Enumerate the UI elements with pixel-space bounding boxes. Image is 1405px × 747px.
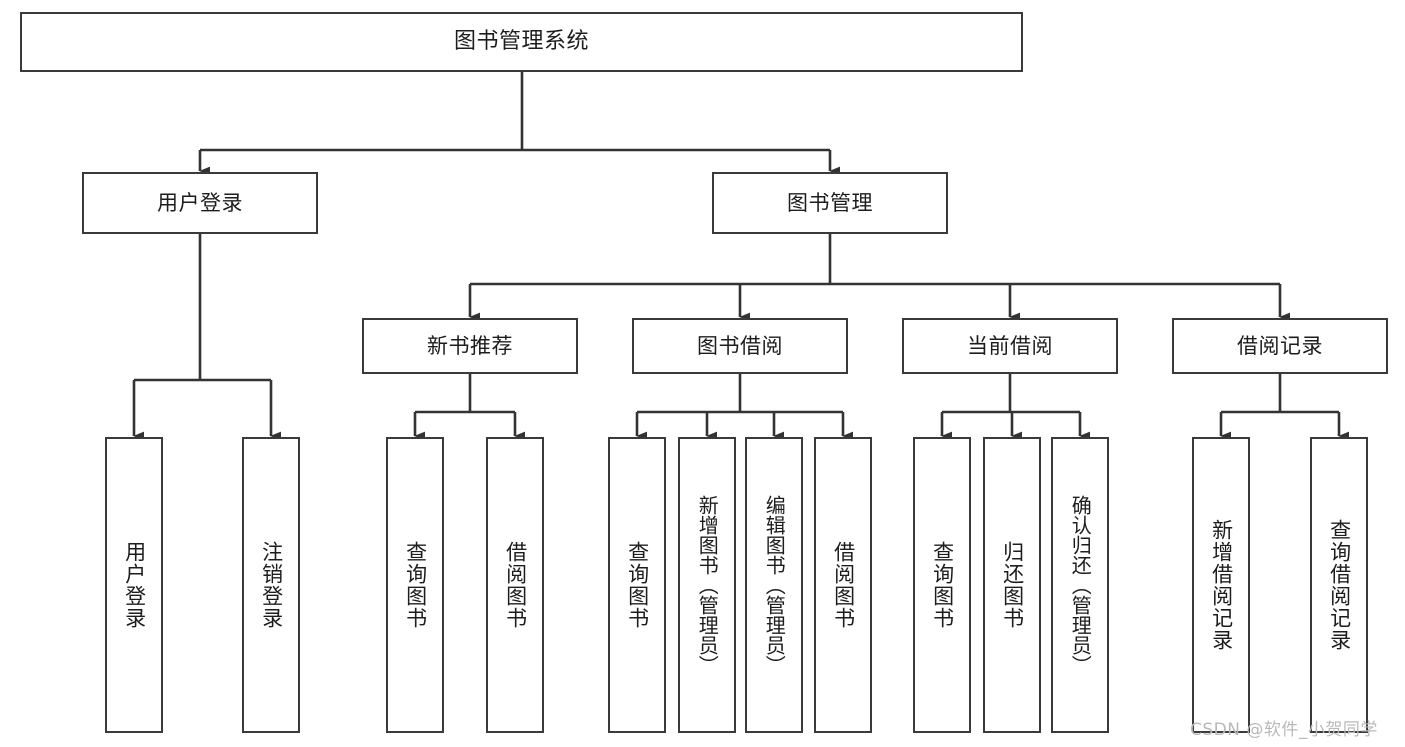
node-label: 当前借阅 bbox=[967, 333, 1053, 358]
node-label: 归还图书 bbox=[1000, 541, 1025, 629]
node-label: 查询图书 bbox=[930, 541, 955, 629]
node-book-manage[interactable]: 图书管理 bbox=[712, 172, 948, 234]
node-label: 查询图书 bbox=[403, 541, 428, 629]
node-label: 查询借阅记录 bbox=[1327, 519, 1352, 651]
node-leaf-query-borrow-record[interactable]: 查询借阅记录 bbox=[1310, 437, 1368, 733]
node-label: 新增图书（管理员） bbox=[695, 495, 720, 675]
node-label: 新增借阅记录 bbox=[1209, 519, 1234, 651]
node-label: 编辑图书（管理员） bbox=[762, 495, 787, 675]
node-label: 图书管理 bbox=[787, 190, 873, 215]
node-label: 图书借阅 bbox=[697, 333, 783, 358]
node-book-borrow[interactable]: 图书借阅 bbox=[632, 318, 848, 374]
node-label: 借阅图书 bbox=[831, 541, 856, 629]
node-user-login[interactable]: 用户登录 bbox=[82, 172, 318, 234]
node-leaf-edit-book-admin[interactable]: 编辑图书（管理员） bbox=[745, 437, 803, 733]
node-leaf-query-book-rec[interactable]: 查询图书 bbox=[386, 437, 444, 733]
node-new-book-recommend[interactable]: 新书推荐 bbox=[362, 318, 578, 374]
node-current-borrow[interactable]: 当前借阅 bbox=[902, 318, 1118, 374]
node-borrow-record[interactable]: 借阅记录 bbox=[1172, 318, 1388, 374]
node-label: 查询图书 bbox=[625, 541, 650, 629]
node-root-system[interactable]: 图书管理系统 bbox=[20, 12, 1023, 72]
node-leaf-user-login[interactable]: 用户登录 bbox=[105, 437, 163, 733]
node-label: 借阅记录 bbox=[1237, 333, 1323, 358]
node-leaf-add-book-admin[interactable]: 新增图书（管理员） bbox=[678, 437, 736, 733]
node-leaf-add-borrow-record[interactable]: 新增借阅记录 bbox=[1192, 437, 1250, 733]
node-leaf-borrow-book-rec[interactable]: 借阅图书 bbox=[486, 437, 544, 733]
node-leaf-confirm-return-admin[interactable]: 确认归还（管理员） bbox=[1051, 437, 1109, 733]
node-leaf-logout[interactable]: 注销登录 bbox=[242, 437, 300, 733]
node-label: 用户登录 bbox=[122, 541, 147, 629]
node-label: 注销登录 bbox=[259, 541, 284, 629]
node-leaf-query-book[interactable]: 查询图书 bbox=[608, 437, 666, 733]
node-label: 新书推荐 bbox=[427, 333, 513, 358]
node-label: 用户登录 bbox=[157, 190, 243, 215]
node-label: 图书管理系统 bbox=[453, 29, 589, 55]
node-label: 借阅图书 bbox=[503, 541, 528, 629]
watermark: CSDN @软件_小贺同学 bbox=[1190, 720, 1378, 740]
node-label: 确认归还（管理员） bbox=[1068, 495, 1093, 675]
node-leaf-return-book[interactable]: 归还图书 bbox=[983, 437, 1041, 733]
node-leaf-query-book-current[interactable]: 查询图书 bbox=[913, 437, 971, 733]
node-leaf-borrow-book[interactable]: 借阅图书 bbox=[814, 437, 872, 733]
